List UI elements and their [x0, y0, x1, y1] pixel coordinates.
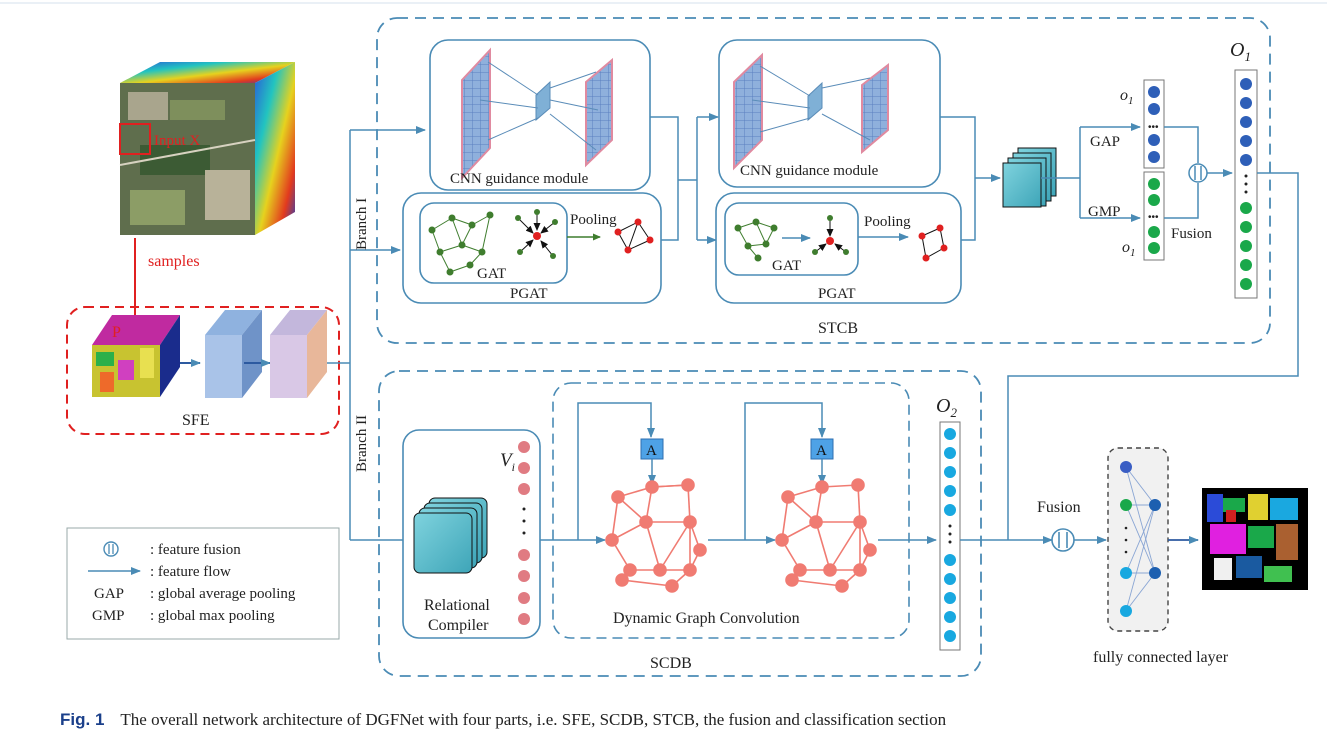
vi-nodes [518, 441, 530, 625]
gap-label: GAP [1090, 134, 1120, 150]
relational-compiler-label-1: Relational [424, 597, 490, 614]
o1-gap-vector [1143, 79, 1165, 169]
fc-label: fully connected layer [1093, 649, 1229, 666]
patch-label: P [112, 324, 121, 341]
fully-connected-layer-box [1107, 447, 1169, 632]
gat1-graph [428, 211, 494, 276]
final-fusion-icon [1051, 528, 1075, 552]
o1-bottom-label: o1 [1122, 239, 1136, 259]
cnn2-label: CNN guidance module [740, 163, 879, 179]
O2-vector [939, 421, 961, 651]
patch-cube [92, 315, 180, 397]
relational-compiler-label-2: Compiler [428, 617, 489, 634]
pooling1-graph [614, 218, 654, 254]
gat1-label: GAT [477, 266, 506, 282]
adjacency-label-2: A [816, 443, 827, 459]
sfe-layer-2 [270, 310, 327, 398]
stcb-fusion-label: Fusion [1171, 226, 1212, 242]
gat2-label: GAT [772, 258, 801, 274]
final-fusion-label: Fusion [1037, 499, 1081, 516]
gat-module-1 [419, 202, 568, 284]
o1-top-label: o1 [1120, 87, 1134, 107]
stcb-fusion-icon [1188, 163, 1208, 183]
vi-label: Vi [500, 450, 515, 474]
dgc-label: Dynamic Graph Convolution [613, 610, 800, 627]
legend-item-2-desc: : feature flow [150, 564, 231, 580]
legend-item-4-key: GMP [92, 608, 125, 624]
branch2-label: Branch II [354, 415, 370, 472]
gat2-attention [812, 215, 849, 255]
o1-gmp-vector [1143, 171, 1165, 261]
scdb-box [378, 370, 982, 677]
dgc-graph-2 [775, 478, 877, 593]
gmp-label: GMP [1088, 204, 1121, 220]
sfe-box [66, 306, 340, 435]
cnn1-label: CNN guidance module [450, 171, 589, 187]
legend-item-3-desc: : global average pooling [150, 586, 296, 602]
pgat1-label: PGAT [510, 286, 548, 302]
scdb-label: SCDB [650, 655, 692, 672]
legend-item-4-desc: : global max pooling [150, 608, 275, 624]
sfe-label: SFE [182, 412, 210, 429]
pgat2-label: PGAT [818, 286, 856, 302]
dynamic-graph-convolution-box [552, 382, 910, 639]
O1-nodes [1240, 78, 1252, 290]
svg-text:•••: ••• [1148, 122, 1159, 133]
gat2-graph [734, 218, 778, 262]
gat1-attention [515, 209, 558, 259]
input-x-label: Input X [154, 133, 200, 149]
o1-gmp-nodes: ••• [1148, 178, 1160, 254]
classification-map [1202, 488, 1308, 590]
figure-caption: Fig. 1 The overall network architecture … [60, 710, 947, 729]
relational-compiler-cube [413, 497, 488, 574]
fc-connections [1125, 466, 1156, 612]
fc-nodes [1120, 461, 1161, 617]
pooling2-label: Pooling [864, 214, 911, 230]
O1-label: O1 [1230, 39, 1251, 64]
legend-item-3-key: GAP [94, 586, 124, 602]
input-patch-marker [119, 123, 151, 155]
sfe-layer-1 [205, 310, 262, 398]
dgc-graph-1 [605, 478, 707, 593]
O2-label: O2 [936, 395, 957, 420]
pooling2-graph [918, 224, 948, 262]
stcb-label: STCB [818, 320, 858, 337]
adjacency-label-1: A [646, 443, 657, 459]
o1-gap-nodes: ••• [1148, 86, 1160, 163]
stcb-box [376, 17, 1271, 344]
samples-label: samples [148, 253, 200, 270]
legend-item-1-desc: : feature fusion [150, 542, 241, 558]
feature-cube-stcb [1002, 147, 1057, 208]
hyperspectral-cube [119, 62, 295, 235]
cnn2-feature-maps [733, 52, 889, 171]
svg-text:•••: ••• [1148, 212, 1159, 223]
branch1-label: Branch I [354, 198, 370, 250]
cnn1-feature-maps [461, 47, 613, 181]
legend-fusion-icon [103, 541, 119, 557]
pooling1-label: Pooling [570, 212, 617, 228]
O2-nodes [944, 428, 956, 642]
